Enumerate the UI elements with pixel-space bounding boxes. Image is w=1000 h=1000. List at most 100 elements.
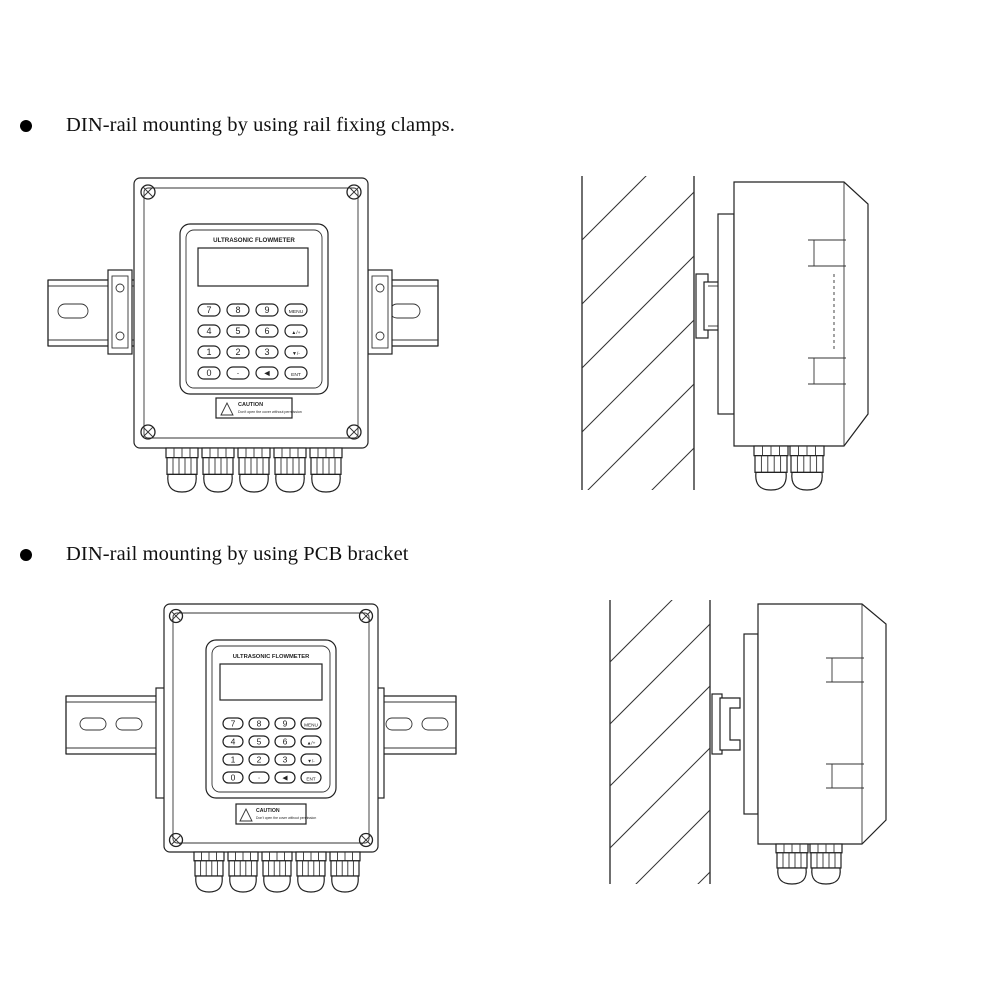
corner-screw-icon: [140, 184, 362, 440]
wall-hatched: [609, 600, 711, 884]
side-view-pcb-bracket: [609, 600, 887, 885]
keypad-key[interactable]: 4: [197, 324, 221, 338]
caution-label: CAUTION Don't open the cover without per…: [215, 397, 302, 419]
bullet-rail-fixing-clamps: DIN-rail mounting by using rail fixing c…: [20, 114, 455, 137]
keypad-key[interactable]: ▲/+: [300, 735, 322, 748]
cable-gland-icon: [329, 851, 361, 893]
front-view-pcb-bracket: ULTRASONIC FLOWMETER 7 8 9 MENU 4 5 6 ▲/+ 1 2 3 ▼/-…: [65, 603, 457, 893]
wall-hatched: [581, 176, 695, 490]
caution-title: CAUTION: [256, 808, 280, 814]
keypad: 7 8 9 MENU 4 5 6 ▲/+ 1 2 3 ▼/- 0 · ◄ ENT: [222, 717, 322, 784]
keypad-key[interactable]: 8: [226, 303, 250, 317]
keypad-key-label: 0: [231, 773, 236, 783]
keypad-key-label: 0: [206, 368, 211, 378]
keypad-key-label: MENU: [289, 309, 304, 315]
keypad-key-label: 6: [283, 737, 288, 747]
keypad-key[interactable]: ◄: [274, 771, 296, 784]
keypad-key[interactable]: 8: [248, 717, 270, 730]
keypad-key-label: 5: [235, 326, 240, 336]
keypad-key-label: 2: [235, 347, 240, 357]
keypad-key[interactable]: 7: [222, 717, 244, 730]
cable-gland-icon: [193, 851, 225, 893]
keypad-key[interactable]: 5: [248, 735, 270, 748]
panel-title: ULTRASONIC FLOWMETER: [213, 237, 295, 244]
cable-glands: [165, 447, 343, 493]
keypad-key-label: 3: [264, 347, 269, 357]
keypad-key-label: ·: [237, 368, 240, 378]
cable-gland-icon: [309, 447, 343, 493]
keypad-key-label: ▼/-: [292, 351, 300, 357]
keypad-key[interactable]: 1: [222, 753, 244, 766]
keypad-key-label: 7: [206, 305, 211, 315]
keypad-key[interactable]: ·: [226, 366, 250, 380]
caution-label: CAUTION Don't open the cover without per…: [235, 803, 316, 825]
keypad-key-label: 1: [231, 755, 236, 765]
keypad-key[interactable]: 4: [222, 735, 244, 748]
keypad-key-label: ENT: [306, 777, 315, 782]
caution-title: CAUTION: [238, 402, 263, 408]
cable-gland-icon: [809, 843, 843, 885]
keypad-key-label: ▲/+: [307, 741, 316, 746]
mounting-plate: [743, 633, 759, 815]
keypad-key-label: 8: [257, 719, 262, 729]
keypad-key[interactable]: 0: [197, 366, 221, 380]
keypad-key-label: 9: [283, 719, 288, 729]
cable-glands: [193, 851, 361, 893]
keypad-key[interactable]: 9: [274, 717, 296, 730]
keypad-key[interactable]: ▼/-: [300, 753, 322, 766]
keypad-key[interactable]: 7: [197, 303, 221, 317]
keypad-key-label: ·: [258, 773, 261, 783]
keypad-key[interactable]: 2: [248, 753, 270, 766]
keypad-key[interactable]: 9: [255, 303, 279, 317]
keypad-key-label: 2: [257, 755, 262, 765]
keypad-key[interactable]: ENT: [284, 366, 308, 380]
caution-text: Don't open the cover without permission: [238, 410, 302, 414]
bullet-pcb-bracket: DIN-rail mounting by using PCB bracket: [20, 543, 409, 566]
keypad-key[interactable]: 1: [197, 345, 221, 359]
keypad-key-label: 4: [206, 326, 211, 336]
lcd-display: [197, 247, 309, 287]
keypad-key-label: ▼/-: [307, 759, 315, 764]
mounting-plate: [717, 213, 735, 415]
keypad-key[interactable]: 2: [226, 345, 250, 359]
corner-screw-icon: [168, 608, 374, 848]
cable-glands-side: [753, 445, 825, 491]
keypad-key-label: 5: [257, 737, 262, 747]
cable-glands-side: [775, 843, 843, 885]
keypad-key-label: 9: [264, 305, 269, 315]
keypad-key[interactable]: ▲/+: [284, 324, 308, 338]
keypad-key[interactable]: ENT: [300, 771, 322, 784]
keypad-key[interactable]: ◄: [255, 366, 279, 380]
bullet-text: DIN-rail mounting by using PCB bracket: [66, 543, 409, 565]
enclosure-side: [757, 603, 887, 845]
cable-gland-icon: [237, 447, 271, 493]
keypad-key-label: ◄: [263, 368, 272, 378]
lcd-display: [219, 663, 323, 701]
cable-gland-icon: [227, 851, 259, 893]
keypad-key[interactable]: MENU: [300, 717, 322, 730]
keypad-key[interactable]: 6: [274, 735, 296, 748]
keypad-key-label: 3: [283, 755, 288, 765]
din-rail-side: [711, 693, 741, 755]
keypad-key[interactable]: ▼/-: [284, 345, 308, 359]
cable-gland-icon: [753, 445, 789, 491]
panel-title: ULTRASONIC FLOWMETER: [233, 654, 310, 660]
bullet-dot-icon: [20, 548, 32, 561]
keypad-key-label: 4: [231, 737, 236, 747]
keypad-key[interactable]: 3: [255, 345, 279, 359]
keypad-key[interactable]: 6: [255, 324, 279, 338]
cable-gland-icon: [775, 843, 809, 885]
keypad-key[interactable]: 3: [274, 753, 296, 766]
bullet-dot-icon: [20, 119, 32, 132]
keypad-key-label: 1: [206, 347, 211, 357]
keypad-key-label: 7: [231, 719, 236, 729]
keypad-key[interactable]: ·: [248, 771, 270, 784]
cable-gland-icon: [789, 445, 825, 491]
keypad-key[interactable]: MENU: [284, 303, 308, 317]
front-view-rail-clamps: ULTRASONIC FLOWMETER 7 8 9 MENU 4 5 6 ▲/+ 1 2 3 ▼/-…: [47, 177, 439, 493]
keypad-key-label: 8: [235, 305, 240, 315]
side-view-rail-clamps: [581, 176, 869, 491]
keypad-key-label: 6: [264, 326, 269, 336]
keypad-key[interactable]: 5: [226, 324, 250, 338]
keypad-key[interactable]: 0: [222, 771, 244, 784]
